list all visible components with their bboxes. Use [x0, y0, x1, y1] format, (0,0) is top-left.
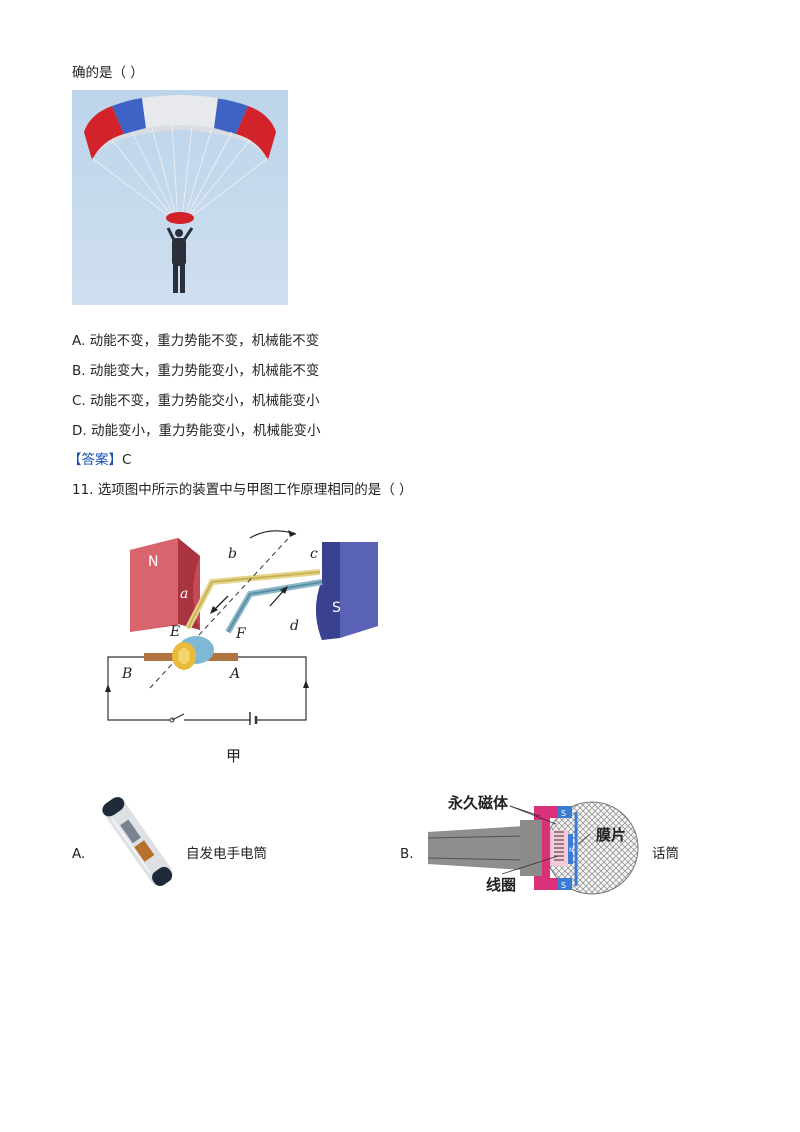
option-a-caption: 自发电手电筒	[186, 846, 267, 862]
option-text: 动能变小，重力势能变小，机械能变小	[90, 423, 321, 439]
label-permanent-magnet: 永久磁体	[448, 794, 509, 812]
answer-tag: 【答案】	[68, 452, 122, 468]
label-mic-n: N	[569, 847, 574, 854]
option-c: C. 动能不变，重力势能交小，机械能变小	[72, 392, 320, 410]
label-A-brush: A	[228, 666, 240, 682]
label-f: F	[235, 626, 247, 642]
label-mic-s-bottom: S	[561, 881, 566, 890]
label-e: E	[169, 624, 180, 640]
answer-line: 【答案】C	[68, 451, 131, 469]
label-B-brush: B	[121, 666, 132, 682]
option-a: A. 动能不变，重力势能不变，机械能不变	[72, 332, 319, 350]
label-mic-s-top: S	[561, 809, 566, 818]
motor-diagram: N S a b c d E F A B	[100, 520, 400, 728]
figure-caption-jia: 甲	[226, 747, 242, 765]
option-text: 动能不变，重力势能不变，机械能不变	[89, 333, 320, 349]
label-a-wire: a	[180, 586, 188, 602]
label-diaphragm: 膜片	[596, 826, 627, 844]
label-c: c	[310, 546, 318, 562]
answer-value: C	[122, 452, 132, 468]
option-text: 动能变大，重力势能变小，机械能不变	[89, 363, 320, 379]
option-b-caption: 话筒	[652, 846, 679, 862]
microphone-diagram: S S N	[424, 790, 644, 900]
option-b: B. 动能变大，重力势能变小，机械能不变	[72, 362, 319, 380]
label-b: b	[228, 546, 237, 562]
option-a-letter: A.	[72, 846, 86, 862]
option-text: 动能不变，重力势能交小，机械能变小	[90, 393, 320, 409]
option-b-letter: B.	[400, 846, 414, 862]
option-d: D. 动能变小，重力势能变小，机械能变小	[72, 422, 320, 440]
flashlight-image	[88, 788, 188, 896]
question-11-stem: 11. 选项图中所示的装置中与甲图工作原理相同的是（ ）	[72, 482, 413, 498]
label-s: S	[332, 600, 341, 616]
option-letter: A.	[72, 333, 86, 349]
label-coil: 线圈	[486, 876, 517, 894]
label-n: N	[148, 554, 158, 570]
option-letter: B.	[72, 363, 86, 379]
option-letter: D.	[72, 423, 87, 439]
question-stem-tail: 确的是（ ）	[72, 65, 144, 81]
option-letter: C.	[72, 393, 86, 409]
label-d: d	[290, 618, 299, 634]
parachute-photo	[72, 90, 288, 305]
